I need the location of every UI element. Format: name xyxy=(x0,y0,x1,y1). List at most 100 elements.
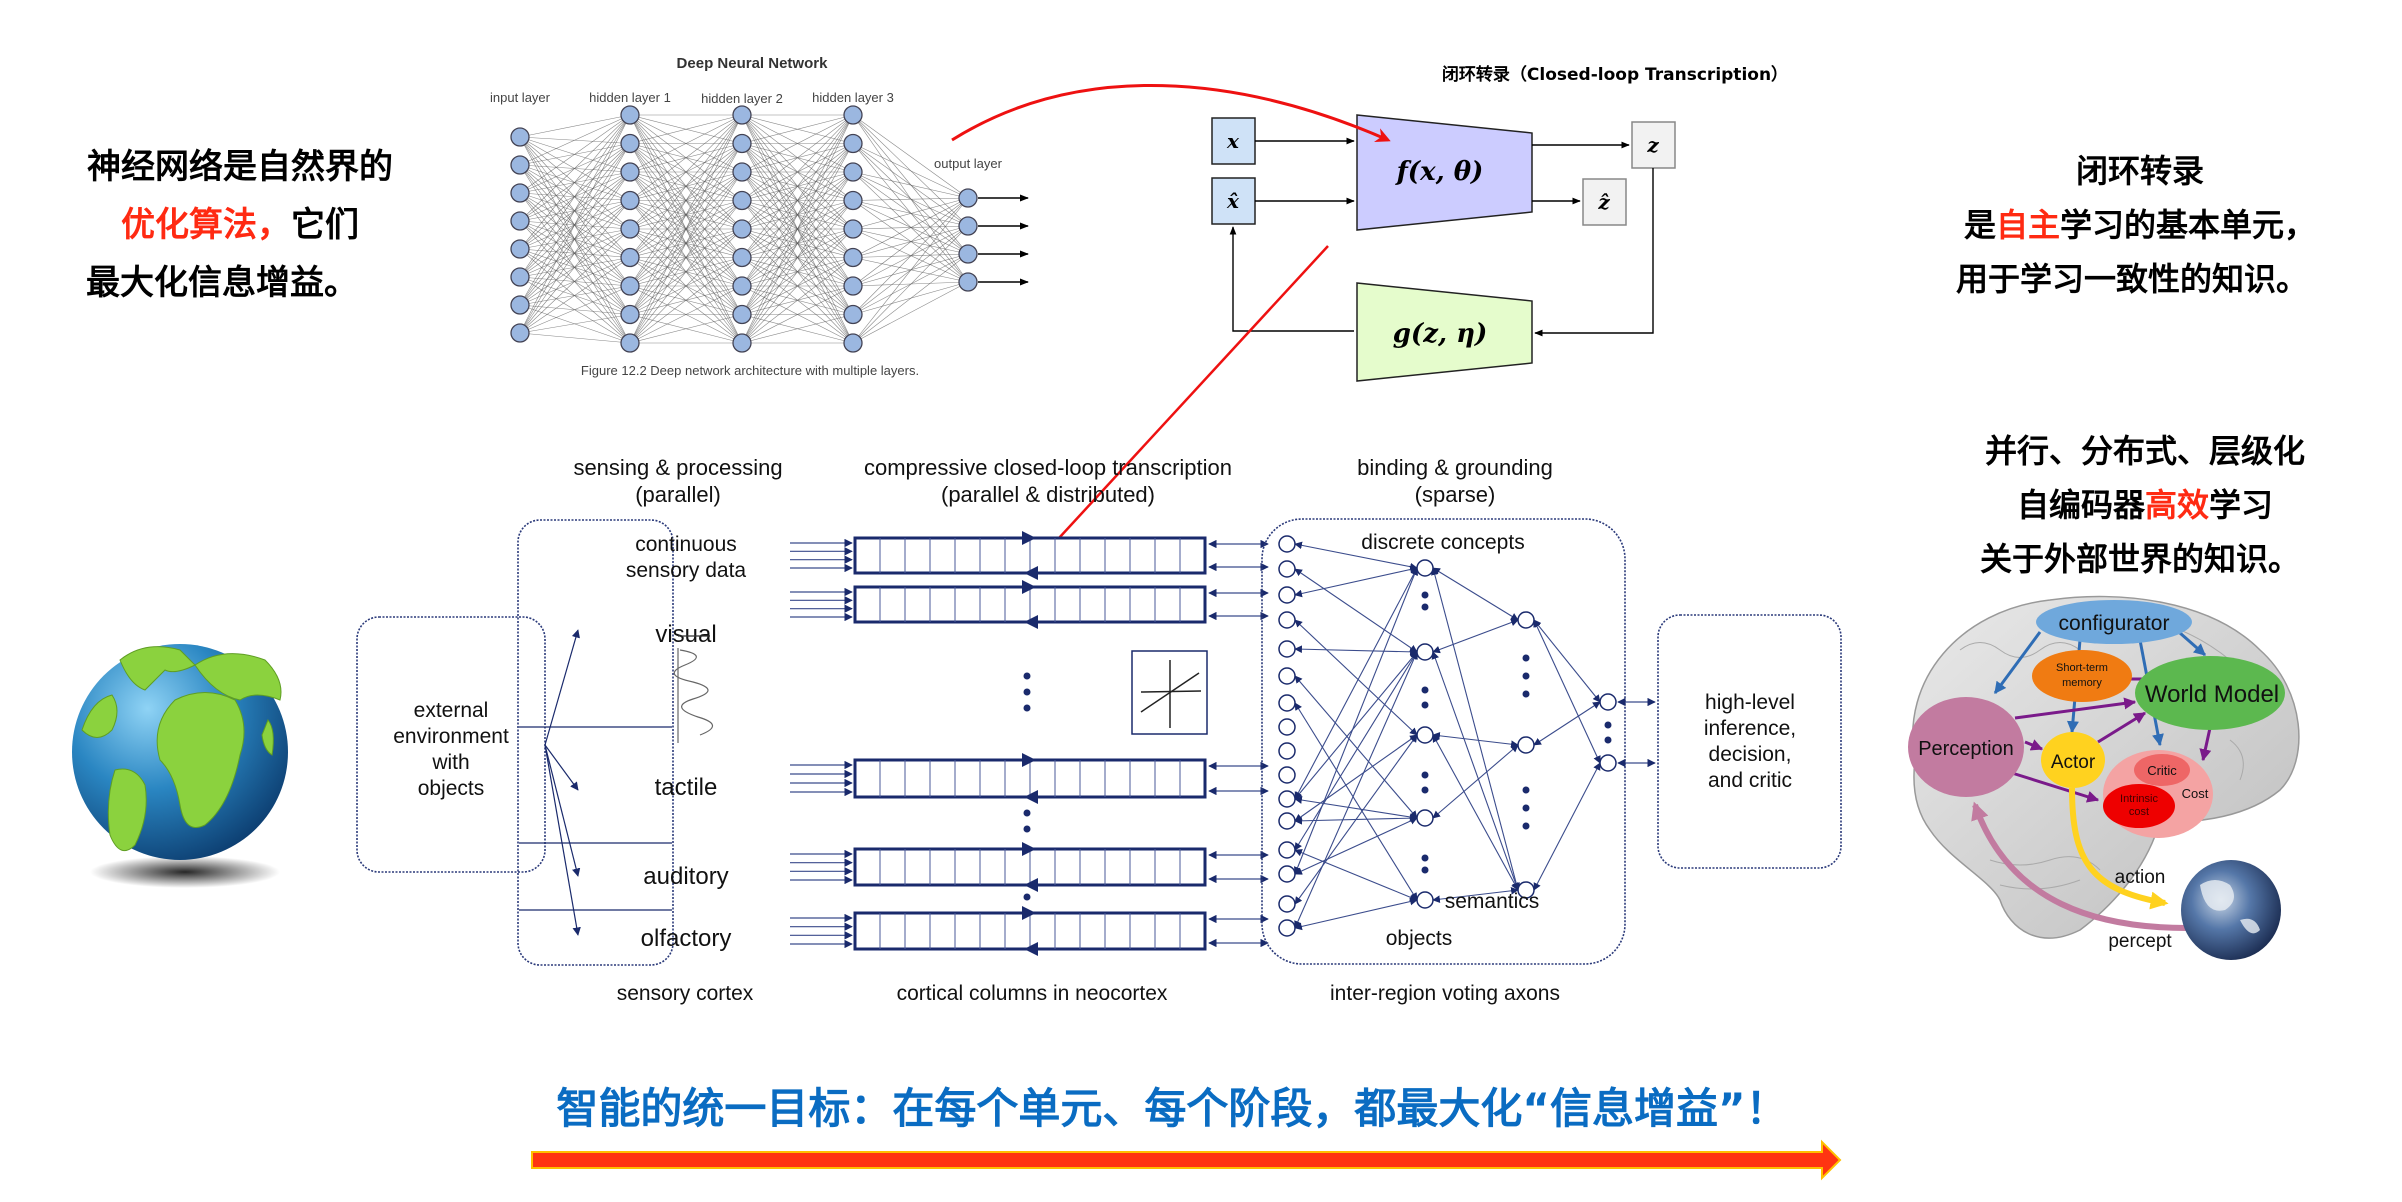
dnn-node xyxy=(510,323,530,343)
external-line-3: with xyxy=(431,751,469,774)
dnn-edge xyxy=(852,171,969,199)
globe-continents xyxy=(81,646,282,852)
unified-goal-slogan: 智能的统一目标：在每个单元、每个阶段，都最大化“信息增益”！ xyxy=(556,1084,1787,1133)
objects-label: objects xyxy=(1386,927,1453,950)
closed-loop-diagram: 闭环转录（Closed-loop Transcription） x x̂ f(x… xyxy=(1211,64,1788,382)
configurator-node xyxy=(2036,600,2192,644)
dnn-layer-label: hidden layer 1 xyxy=(589,90,671,105)
latent-zhat-box xyxy=(1582,178,1627,226)
concept-edge xyxy=(1294,567,1418,800)
dnn-edge xyxy=(629,114,743,173)
dnn-edge xyxy=(629,200,743,344)
closed-loop-connectors xyxy=(1229,137,1654,337)
continuous-sensory-line-1: continuous xyxy=(635,533,737,556)
action-arrow xyxy=(2069,787,2169,910)
right-text-2-line-3: 关于外部世界的知识。 xyxy=(1980,540,2300,578)
dnn-edge xyxy=(519,114,631,334)
concept-edge xyxy=(1294,541,1418,571)
dnn-edge xyxy=(852,253,969,344)
ellipsis-dot xyxy=(1421,866,1429,874)
dnn-edge xyxy=(852,143,969,199)
dnn-edge xyxy=(852,225,969,344)
column-forward-arrowhead xyxy=(1022,753,1036,767)
right-text-2-line-1: 并行、分布式、层级化 xyxy=(1985,432,2305,470)
modality-visual: visual xyxy=(655,621,716,648)
dnn-edge xyxy=(629,114,743,230)
dnn-node xyxy=(958,216,978,236)
latent-zhat-label: ẑ xyxy=(1597,190,1610,214)
concept-node xyxy=(1278,694,1296,712)
right-text-2-line-2-b: 学习 xyxy=(2209,486,2273,524)
top-node xyxy=(1599,693,1617,711)
dnn-edge xyxy=(852,197,969,201)
high-level-line-1: high-level xyxy=(1705,691,1795,714)
dnn-node xyxy=(620,133,640,154)
ellipsis-dot xyxy=(1604,736,1612,744)
footer-sensory-cortex: sensory cortex xyxy=(617,982,754,1005)
ellipsis-dot xyxy=(1522,672,1530,680)
ellipsis-dot xyxy=(1522,786,1530,794)
concept-edge xyxy=(1533,701,1601,746)
ellipsis-dot xyxy=(1522,690,1530,698)
dnn-layer-label: input layer xyxy=(490,90,551,105)
cortical-column xyxy=(790,906,1269,956)
concept-node xyxy=(1278,611,1296,629)
dnn-layer-label: output layer xyxy=(934,156,1003,171)
ellipsis-dot xyxy=(1421,686,1429,694)
modality-tactile: tactile xyxy=(655,774,718,801)
external-line-4: objects xyxy=(418,777,485,800)
dnn-edge xyxy=(852,197,969,258)
dnn-node xyxy=(732,333,752,353)
concept-edge xyxy=(1432,567,1519,621)
modality-olfactory: olfactory xyxy=(641,925,732,952)
header-sensing-line-1: sensing & processing xyxy=(573,455,782,480)
dnn-edge xyxy=(629,114,743,315)
right-text-1-line-2-a: 是 xyxy=(1964,206,1996,244)
dnn-edge xyxy=(629,228,743,344)
object-node xyxy=(1416,559,1434,577)
dnn-node xyxy=(843,247,863,268)
dnn-node xyxy=(510,239,530,259)
dnn-edge xyxy=(741,114,854,344)
dnn-node xyxy=(620,247,640,268)
intrinsic-cost-node xyxy=(2103,784,2175,828)
dnn-edge xyxy=(519,228,631,334)
dnn-title: Deep Neural Network xyxy=(677,55,829,72)
percept-label: percept xyxy=(2108,931,2172,952)
dnn-node xyxy=(620,304,640,325)
dnn-edge xyxy=(852,197,969,344)
action-label: action xyxy=(2115,867,2166,888)
concept-node xyxy=(1278,865,1296,883)
dnn-edge xyxy=(629,257,743,344)
dnn-node xyxy=(620,162,640,182)
dnn-node xyxy=(843,276,863,296)
left-text-line-2-rest: 它们 xyxy=(291,205,359,245)
object-node xyxy=(1416,726,1434,744)
semantic-node xyxy=(1517,736,1535,754)
column-ellipsis xyxy=(1023,672,1031,901)
waveform-icon xyxy=(673,635,714,743)
concept-network xyxy=(1278,535,1656,937)
red-annotation-arrows xyxy=(951,84,1391,565)
left-text-line-3: 最大化信息增益。 xyxy=(86,263,358,303)
dnn-output-arrows xyxy=(978,194,1029,286)
dnn-edge xyxy=(629,285,743,344)
actor-label: Actor xyxy=(2051,752,2096,773)
brain-diagram: configurator Short-term memory World Mod… xyxy=(1908,595,2300,960)
world-model-label: World Model xyxy=(2145,681,2279,708)
column-forward-arrowhead xyxy=(1022,906,1036,920)
dnn-node xyxy=(510,267,530,287)
footer-voting-axons: inter-region voting axons xyxy=(1330,982,1560,1005)
actor-node xyxy=(2041,732,2105,788)
dnn-edge xyxy=(629,143,743,344)
column-backward-arrowhead xyxy=(1024,790,1038,804)
concept-node xyxy=(1278,640,1296,658)
concept-edge xyxy=(1294,675,1418,819)
dnn-edge xyxy=(629,114,743,344)
left-text-line-1: 神经网络是自然界的 xyxy=(87,147,393,187)
dnn-edge xyxy=(741,257,854,344)
short-term-memory-node xyxy=(2032,650,2132,702)
dnn-layer-label: hidden layer 3 xyxy=(812,90,894,105)
dnn-node xyxy=(843,333,863,353)
dnn-edge xyxy=(741,114,854,230)
